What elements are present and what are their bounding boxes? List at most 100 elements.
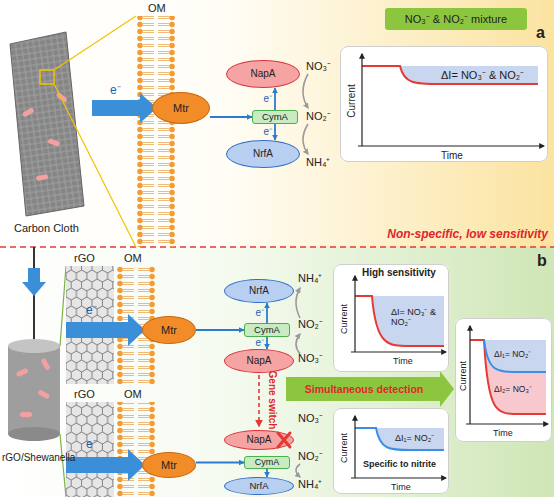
detection-arrow: Simultaneous detection [290, 378, 438, 400]
chart-text: Specific to nitrite [363, 459, 436, 469]
gene-switch-label: Gene switch [266, 371, 278, 430]
rgo-label: rGO [74, 252, 95, 265]
electron-transfer-arrow [196, 329, 244, 331]
divider [0, 246, 554, 248]
current-chart: ΔI₁= NO₂⁻ ΔI₂= NO₃⁻ CurrentTime [455, 318, 552, 442]
edge-label: e⁻ [255, 337, 264, 349]
electron-arrow [66, 449, 145, 481]
panel-a-ground [0, 0, 554, 247]
carbon-cloth [10, 16, 136, 247]
current-chart: High sensitivityΔI= NO₃⁻ & NO₂⁻ CurrentTi… [333, 264, 449, 372]
edge-label: e⁻ [263, 126, 272, 138]
protein-mtr: Mtr [142, 316, 196, 344]
protein-napa: NapA [224, 430, 294, 450]
electrode-label: rGO/Shewanella [2, 452, 75, 464]
protein-cyma: CymA [244, 323, 290, 337]
ion-label: NO₃⁻ [306, 60, 331, 73]
current-chart: ΔI= NO₃⁻ & NO₂⁻ CurrentTime [340, 46, 548, 162]
node-text: Simultaneous detection [305, 384, 423, 395]
node-text: Mtr [173, 103, 189, 114]
electrode-label: Carbon Cloth [14, 222, 79, 235]
ion-label: NH₄⁺ [298, 272, 322, 285]
electron-transfer-arrow [266, 303, 268, 323]
rgo-sheet [66, 402, 114, 497]
chart-text: Current [339, 304, 349, 334]
protein-cyma: CymA [244, 456, 290, 469]
node-text: NO₃⁻ & NO₂⁻ mixture [405, 14, 507, 25]
chart-text: Current [339, 433, 349, 463]
node-text: NapA [246, 435, 271, 445]
ion-label: NO₃⁻ [298, 412, 323, 425]
node-text: Mtr [161, 460, 177, 471]
chart-nitrite [333, 408, 449, 494]
protein-napa: NapA [224, 349, 294, 373]
electron-label: e⁻ [86, 438, 97, 452]
protein-nrfa: NrfA [224, 279, 294, 303]
node-text: Mtr [161, 325, 177, 336]
sample-box: NO₃⁻ & NO₂⁻ mixture [385, 8, 527, 30]
membrane-label: OM [124, 252, 142, 265]
node-text: CymA [254, 325, 280, 335]
electron-transfer-arrow [266, 469, 268, 477]
chart-text: ΔI= NO₃⁻ & NO₂⁻ [391, 307, 447, 328]
chart-text: Current [458, 361, 468, 391]
chart-text: Time [393, 356, 413, 366]
chart-text: High sensitivity [362, 267, 436, 279]
chart-text: ΔI₂= NO₃⁻ [494, 385, 532, 395]
ion-label: NO₂⁻ [298, 450, 323, 463]
rgo-label: rGO [74, 388, 95, 401]
outer-membrane [136, 16, 176, 247]
electron-label: e⁻ [86, 304, 97, 318]
ion-label: NH₄⁺ [298, 478, 322, 491]
node-text: NapA [246, 356, 271, 366]
panel-letter: a [536, 24, 545, 42]
electron-transfer-arrow [274, 88, 276, 110]
outer-membrane [116, 402, 156, 497]
edge-label: e⁻ [255, 307, 264, 319]
node-text: NrfA [249, 286, 269, 296]
protein-nrfa: NrfA [226, 140, 300, 168]
electron-arrow [92, 93, 157, 123]
chart-text: Time [493, 428, 513, 438]
gene-switch-arrow [258, 375, 260, 426]
electron-transfer-arrow [196, 462, 244, 464]
node-text: NrfA [253, 149, 273, 159]
chart-text: ΔI₁= NO₂⁻ [395, 433, 434, 443]
chart-text: ΔI= NO₃⁻ & NO₂⁻ [441, 69, 524, 82]
electron-label: e⁻ [110, 84, 121, 98]
electron-transfer-arrow [210, 116, 252, 118]
ion-label: NO₂⁻ [306, 110, 331, 123]
protein-napa: NapA [226, 60, 300, 88]
chart-text: Time [391, 482, 411, 492]
node-text: NapA [250, 69, 275, 79]
protein-mtr: Mtr [152, 92, 210, 124]
electron-arrow [66, 314, 145, 346]
chart-text: Time [441, 150, 463, 162]
panel-letter: b [537, 252, 547, 270]
node-text: NrfA [250, 481, 269, 491]
big-arrow [286, 371, 454, 407]
node-text: CymA [262, 112, 288, 122]
ion-label: NO₃⁻ [298, 352, 323, 365]
chart-right [455, 318, 552, 442]
blocked-cross [278, 433, 290, 447]
chart-a [340, 46, 548, 162]
panel-b-ground [0, 247, 554, 497]
current-chart: ΔI₁= NO₂⁻ Specific to nitrite CurrentTime [333, 408, 449, 494]
protein-cyma: CymA [252, 110, 298, 124]
electron-transfer-arrow [274, 124, 276, 140]
chart-high [333, 264, 449, 372]
edge-label: e⁻ [263, 93, 272, 105]
chart-text: Current [346, 84, 358, 117]
chart-text: ΔI₁= NO₂⁻ [494, 350, 531, 360]
ion-label: NH₄⁺ [306, 156, 330, 169]
ion-label: NO₂⁻ [298, 318, 323, 331]
verdict-label: Non-specific, low sensitivity [387, 228, 548, 242]
electron-transfer-arrow [266, 337, 268, 349]
node-text: CymA [255, 458, 280, 467]
membrane-label: OM [124, 388, 142, 401]
protein-nrfa: NrfA [224, 477, 294, 495]
protein-mtr: Mtr [142, 452, 196, 478]
membrane-label: OM [148, 2, 166, 15]
